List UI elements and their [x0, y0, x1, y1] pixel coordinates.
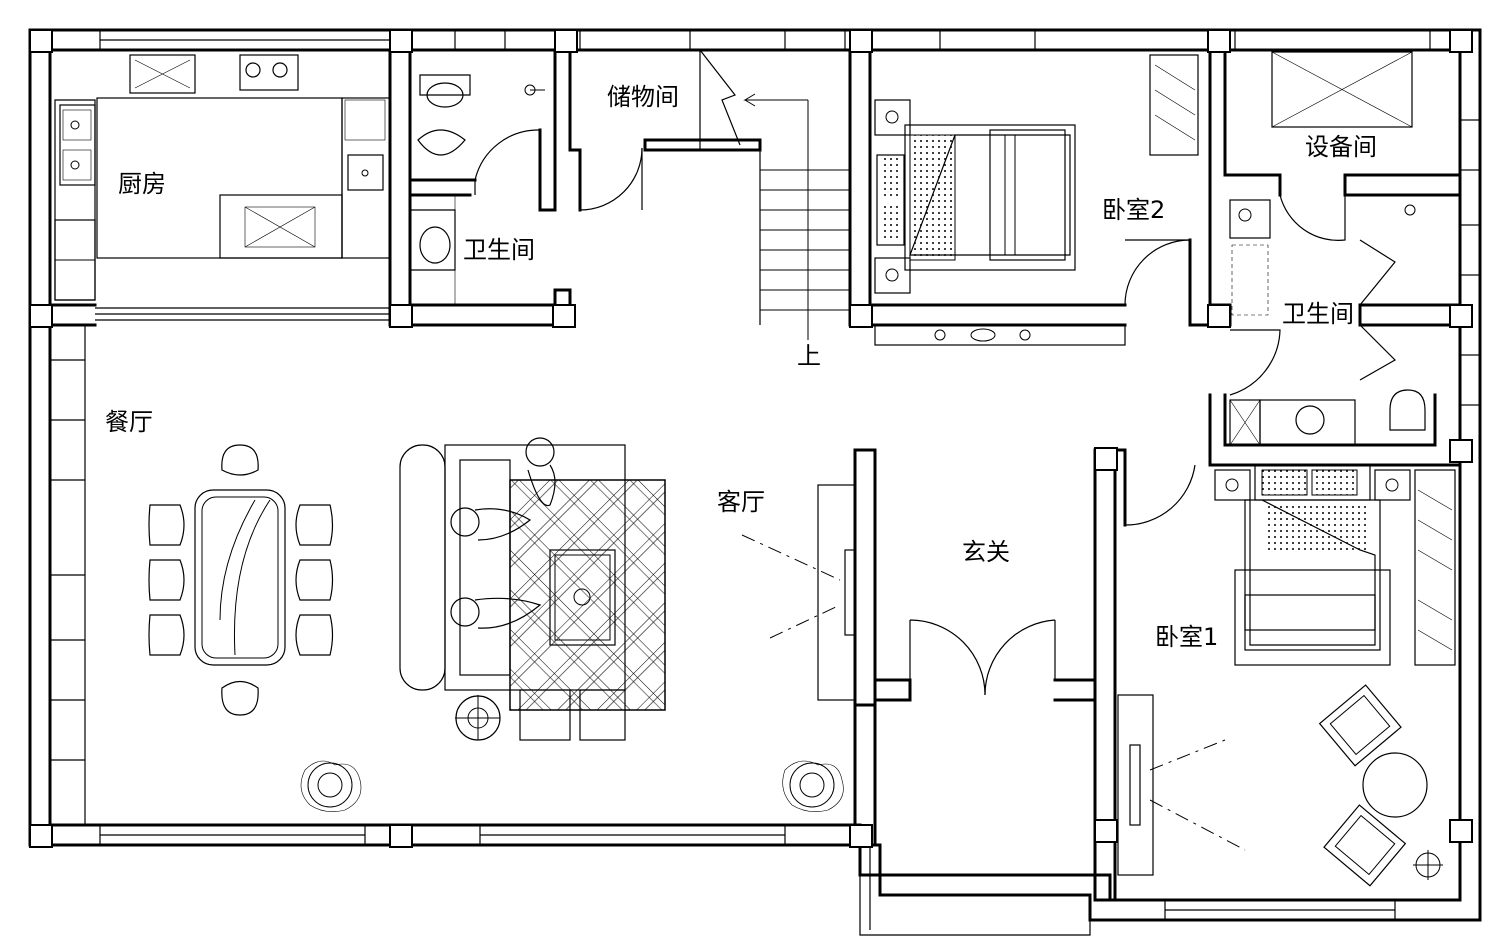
dining-fixtures	[148, 444, 362, 812]
room-label-bedroom2: 卧室2	[1102, 196, 1165, 224]
room-label-foyer: 玄关	[962, 538, 1010, 566]
stairs-up-label: 上	[797, 342, 821, 370]
equipment-room-fixtures	[1271, 51, 1413, 128]
living-fixtures	[399, 437, 856, 812]
interior-walls	[48, 48, 1462, 902]
kitchen-fixtures	[54, 54, 391, 301]
bathroom-right-fixtures	[1229, 199, 1426, 446]
room-label-kitchen: 厨房	[118, 170, 166, 198]
room-label-bedroom1: 卧室1	[1155, 623, 1218, 651]
bedroom2-fixtures	[874, 54, 1199, 346]
room-label-dining: 餐厅	[105, 408, 153, 436]
room-label-bathroom-right: 卫生间	[1282, 300, 1354, 328]
bedroom1-fixtures	[1117, 464, 1456, 887]
room-labels: 厨房 卫生间 储物间 卧室2 设备间 卫生间 上 餐厅 客厅 玄关 卧室1	[105, 83, 1377, 651]
room-label-bathroom-left: 卫生间	[463, 236, 535, 264]
room-label-storage: 储物间	[607, 83, 679, 111]
doors	[474, 129, 1396, 696]
room-label-living: 客厅	[717, 488, 765, 516]
room-label-equipment: 设备间	[1305, 133, 1377, 161]
staircase	[743, 93, 850, 340]
structural-columns	[29, 29, 1473, 848]
bathroom-left-fixtures	[409, 74, 545, 305]
